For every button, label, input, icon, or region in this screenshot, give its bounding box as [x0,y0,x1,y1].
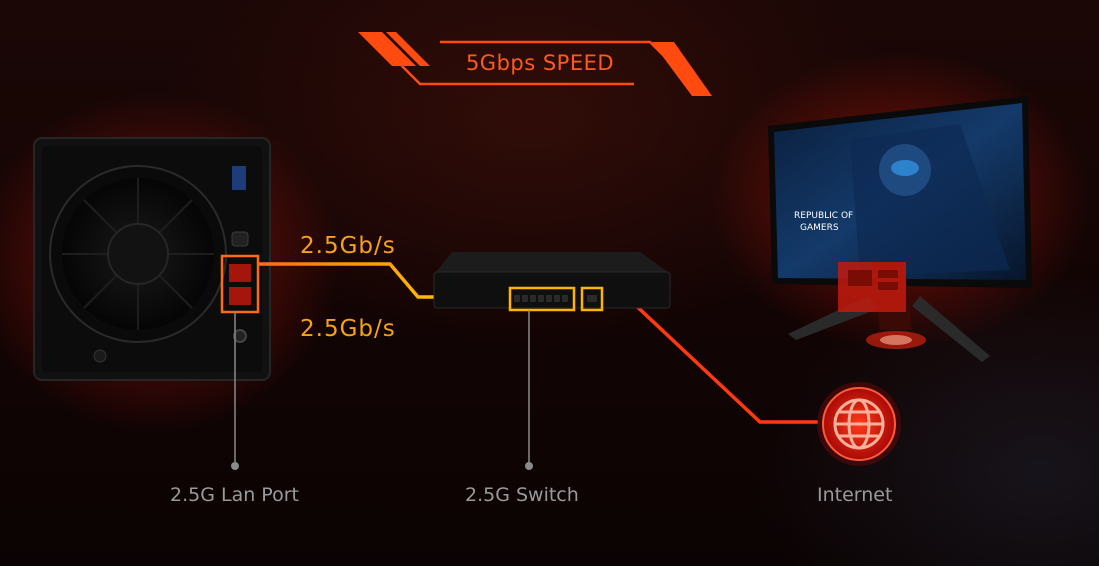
internet-caption: Internet [817,484,893,506]
link-speed-label-top: 2.5Gb/s [300,233,396,259]
gaming-monitor: REPUBLIC OF GAMERS [768,96,1032,362]
lan-port-callout [231,312,239,470]
switch-callout [525,310,533,470]
lan-port-caption: 2.5G Lan Port [170,484,299,506]
internet-globe-icon [817,382,901,466]
speed-banner [358,32,712,96]
speed-title: 5Gbps SPEED [465,51,615,75]
rog-brand-line2: GAMERS [800,223,839,233]
nas-device [33,137,271,381]
network-switch [433,252,671,312]
switch-caption: 2.5G Switch [465,484,579,506]
nas-lan-ports [220,254,260,314]
link-speed-label-bottom: 2.5Gb/s [300,316,396,342]
rog-brand-line1: REPUBLIC OF [794,211,853,221]
switch-to-internet-link [628,298,818,424]
